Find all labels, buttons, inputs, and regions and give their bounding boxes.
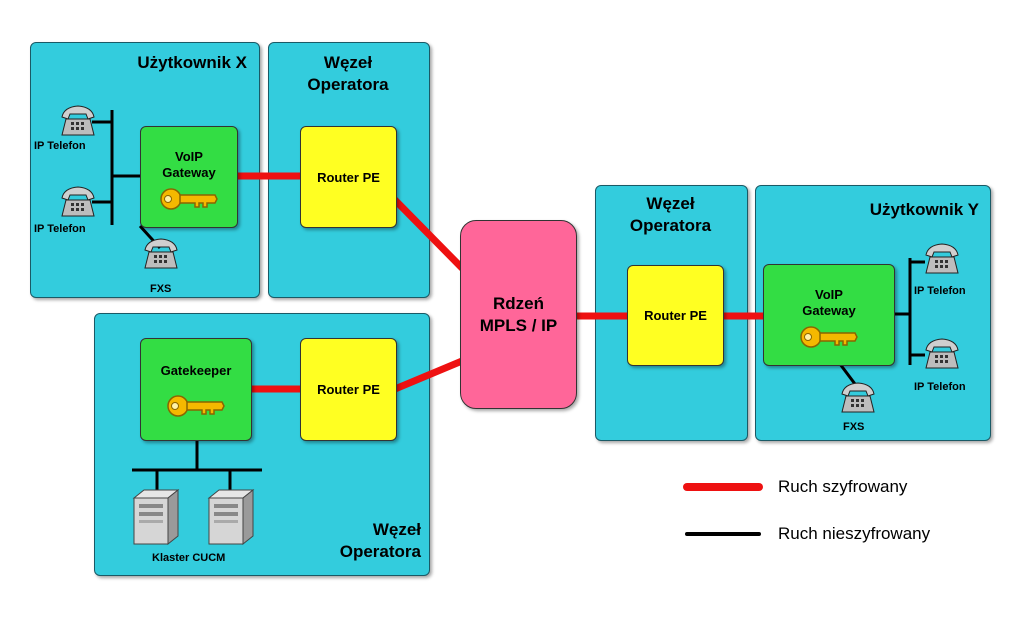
router-pe-bottom[interactable]: Router PE: [300, 338, 397, 441]
fxs-label: FXS: [150, 283, 172, 295]
voip-gateway-y-label: VoIP Gateway: [802, 287, 856, 318]
ip-phone-label: IP Telefon: [34, 140, 86, 152]
zone-title-user-y: Użytkownik Y: [869, 200, 979, 219]
router-pe-right[interactable]: Router PE: [627, 265, 724, 366]
legend-encrypted-label: Ruch szyfrowany: [778, 477, 908, 496]
legend-unencrypted-label: Ruch nieszyfrowany: [778, 524, 931, 543]
cucm-cluster-label: Klaster CUCM: [152, 552, 226, 564]
legend-unencrypted-swatch: [685, 532, 761, 536]
zone-title-operator-right: Węzeł Operatora: [629, 194, 712, 235]
server-icon[interactable]: [205, 488, 257, 546]
zone-title-operator-bottom: Węzeł Operatora: [339, 520, 421, 561]
key-icon: [167, 395, 225, 417]
voip-gateway-x[interactable]: VoIP Gateway: [140, 126, 238, 228]
fxs-label: FXS: [843, 421, 865, 433]
key-icon: [160, 188, 218, 210]
zone-title-user-x: Użytkownik X: [137, 53, 247, 72]
key-icon: [800, 326, 858, 348]
zone-title-operator-top: Węzeł Operatora: [307, 53, 389, 94]
mpls-ip-core[interactable]: Rdzeń MPLS / IP: [460, 220, 577, 409]
ip-phone-icon[interactable]: [922, 241, 962, 277]
voip-gateway-y[interactable]: VoIP Gateway: [763, 264, 895, 366]
router-pe-right-label: Router PE: [644, 308, 707, 323]
gatekeeper[interactable]: Gatekeeper: [140, 338, 252, 441]
router-pe-top-label: Router PE: [317, 169, 380, 185]
ip-phone-label: IP Telefon: [34, 223, 86, 235]
ip-phone-label: IP Telefon: [914, 285, 966, 297]
router-pe-bottom-label: Router PE: [317, 382, 380, 397]
voip-gateway-x-label: VoIP Gateway: [162, 149, 216, 180]
ip-phone-icon[interactable]: [58, 184, 98, 220]
mpls-ip-core-label: Rdzeń MPLS / IP: [479, 293, 558, 335]
fxs-phone-icon[interactable]: [141, 236, 181, 272]
router-pe-top[interactable]: Router PE: [300, 126, 397, 228]
gatekeeper-label: Gatekeeper: [160, 363, 232, 378]
legend-encrypted-swatch: [683, 483, 763, 491]
server-icon[interactable]: [130, 488, 182, 546]
ip-phone-icon[interactable]: [922, 336, 962, 372]
ip-phone-icon[interactable]: [58, 103, 98, 139]
fxs-phone-icon[interactable]: [838, 380, 878, 416]
ip-phone-label: IP Telefon: [914, 381, 966, 393]
